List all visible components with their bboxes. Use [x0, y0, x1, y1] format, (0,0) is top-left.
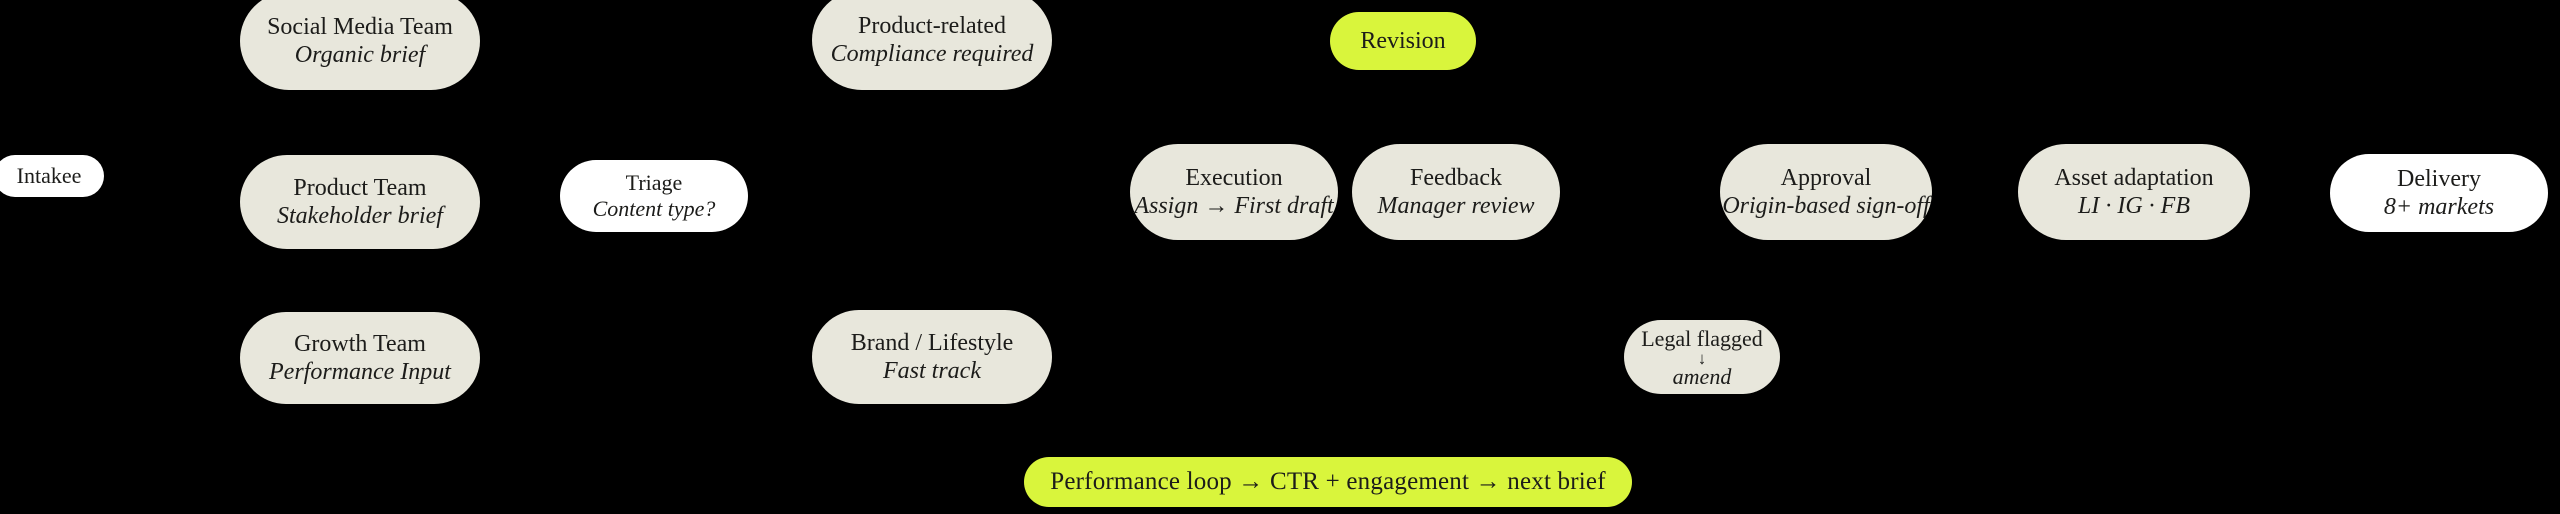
node-subtitle: Assign → First draft	[1134, 193, 1334, 219]
node-title: Social Media Team	[267, 13, 453, 40]
node-asset-adaptation[interactable]: Asset adaptation LI · IG · FB	[2018, 144, 2250, 240]
node-title: Product-related	[858, 12, 1006, 39]
node-intakee[interactable]: Intakee	[0, 155, 104, 197]
node-triage[interactable]: Triage Content type?	[560, 160, 748, 232]
node-subtitle: Origin-based sign-off	[1722, 193, 1930, 219]
node-revision[interactable]: Revision	[1330, 12, 1476, 70]
node-subtitle: Manager review	[1377, 193, 1535, 219]
node-subtitle: 8+ markets	[2383, 194, 2495, 220]
node-title: Product Team	[293, 174, 427, 201]
node-subtitle: Fast track	[883, 358, 981, 384]
node-title: Feedback	[1410, 164, 1502, 191]
node-title: Brand / Lifestyle	[850, 329, 1014, 356]
node-product-team[interactable]: Product Team Stakeholder brief	[240, 155, 480, 249]
node-brand-lifestyle[interactable]: Brand / Lifestyle Fast track	[812, 310, 1052, 404]
node-subtitle: Content type?	[592, 196, 716, 221]
node-delivery[interactable]: Delivery 8+ markets	[2330, 154, 2548, 232]
node-subtitle: Compliance required	[830, 41, 1034, 67]
node-feedback[interactable]: Feedback Manager review	[1352, 144, 1560, 240]
node-subtitle: amend	[1672, 364, 1732, 390]
node-title: Growth Team	[294, 330, 426, 357]
node-title: Delivery	[2397, 165, 2481, 192]
node-title: Legal flagged	[1641, 325, 1763, 351]
node-title: Asset adaptation	[2054, 164, 2214, 191]
node-title: Approval	[1780, 164, 1872, 191]
node-execution[interactable]: Execution Assign → First draft	[1130, 144, 1338, 240]
node-social-media-team[interactable]: Social Media Team Organic brief	[240, 0, 480, 90]
node-product-related[interactable]: Product-related Compliance required	[812, 0, 1052, 90]
node-title: Performance loop → CTR + engagement → ne…	[1050, 468, 1606, 496]
node-title: Intakee	[16, 163, 82, 189]
node-title: Revision	[1360, 27, 1446, 54]
down-arrow-icon: ↓	[1697, 348, 1707, 368]
node-subtitle: Stakeholder brief	[277, 203, 443, 229]
node-performance-loop-banner[interactable]: Performance loop → CTR + engagement → ne…	[1024, 457, 1632, 507]
node-title: Execution	[1185, 164, 1283, 191]
node-subtitle: Organic brief	[294, 42, 426, 68]
node-title: Triage	[625, 170, 683, 196]
node-growth-team[interactable]: Growth Team Performance Input	[240, 312, 480, 404]
node-subtitle: Performance Input	[269, 359, 451, 385]
node-legal-flagged[interactable]: Legal flagged ↓ amend	[1624, 320, 1780, 394]
node-approval[interactable]: Approval Origin-based sign-off	[1720, 144, 1932, 240]
node-subtitle: LI · IG · FB	[2078, 193, 2190, 219]
